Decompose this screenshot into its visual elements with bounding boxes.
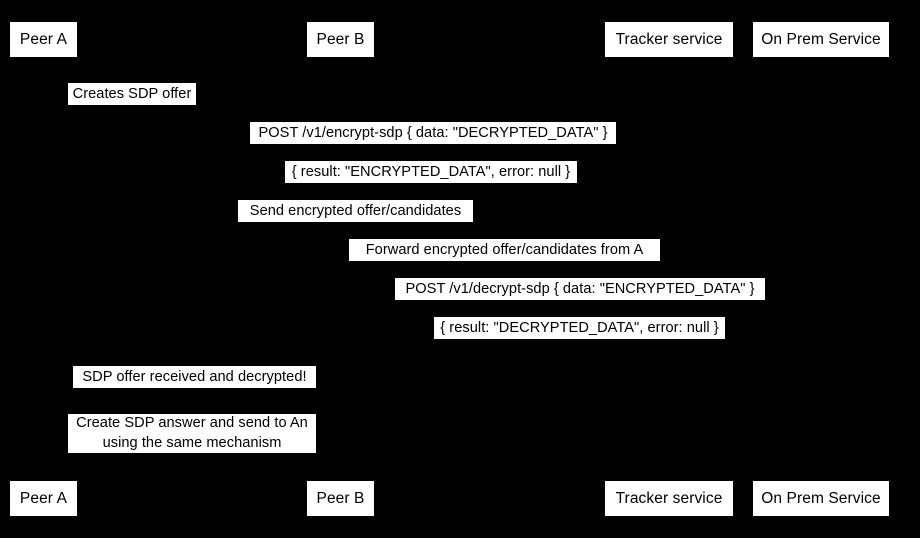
participant-label: Peer B xyxy=(316,489,365,507)
participant-peer-b-bottom[interactable]: Peer B xyxy=(307,481,374,516)
message-label-4: Forward encrypted offer/candidates from … xyxy=(349,239,660,261)
participant-label: On Prem Service xyxy=(761,489,881,507)
participant-label: Tracker service xyxy=(615,30,723,48)
message-label-6: { result: "DECRYPTED_DATA", error: null … xyxy=(434,317,725,339)
message-text: { result: "DECRYPTED_DATA", error: null … xyxy=(440,319,719,336)
message-label-3: Send encrypted offer/candidates xyxy=(238,200,473,222)
note-create-sdp-answer: Create SDP answer and send to An using t… xyxy=(68,414,316,453)
participant-peer-a-top[interactable]: Peer A xyxy=(10,22,77,57)
participant-label: Tracker service xyxy=(615,489,723,507)
message-text: Send encrypted offer/candidates xyxy=(249,202,462,219)
note-line-2: using the same mechanism xyxy=(102,434,282,451)
participant-tracker-service-bottom[interactable]: Tracker service xyxy=(605,481,733,516)
message-text: Forward encrypted offer/candidates from … xyxy=(365,241,644,258)
lifeline-on-prem-service xyxy=(821,57,822,480)
message-label-5: POST /v1/decrypt-sdp { data: "ENCRYPTED_… xyxy=(395,278,765,300)
message-text: Creates SDP offer xyxy=(72,85,192,102)
message-text: SDP offer received and decrypted! xyxy=(82,368,307,385)
participant-label: On Prem Service xyxy=(761,30,881,48)
participant-peer-b-top[interactable]: Peer B xyxy=(307,22,374,57)
message-label-7: SDP offer received and decrypted! xyxy=(73,366,316,388)
participant-peer-a-bottom[interactable]: Peer A xyxy=(10,481,77,516)
message-text: POST /v1/encrypt-sdp { data: "DECRYPTED_… xyxy=(258,124,608,141)
note-line-1: Create SDP answer and send to An xyxy=(76,414,308,431)
lifeline-tracker-service xyxy=(668,57,669,480)
message-label-0: Creates SDP offer xyxy=(68,83,196,105)
message-text: { result: "ENCRYPTED_DATA", error: null … xyxy=(291,163,571,180)
participant-on-prem-service-top[interactable]: On Prem Service xyxy=(753,22,889,57)
participant-label: Peer B xyxy=(316,30,365,48)
participant-label: Peer A xyxy=(19,489,68,507)
message-text: POST /v1/decrypt-sdp { data: "ENCRYPTED_… xyxy=(405,280,755,297)
participant-on-prem-service-bottom[interactable]: On Prem Service xyxy=(753,481,889,516)
message-label-1: POST /v1/encrypt-sdp { data: "DECRYPTED_… xyxy=(250,122,616,144)
message-label-2: { result: "ENCRYPTED_DATA", error: null … xyxy=(285,161,577,183)
participant-tracker-service-top[interactable]: Tracker service xyxy=(605,22,733,57)
participant-label: Peer A xyxy=(19,30,68,48)
lifeline-peer-b xyxy=(340,57,341,480)
lifeline-peer-a xyxy=(43,57,44,480)
